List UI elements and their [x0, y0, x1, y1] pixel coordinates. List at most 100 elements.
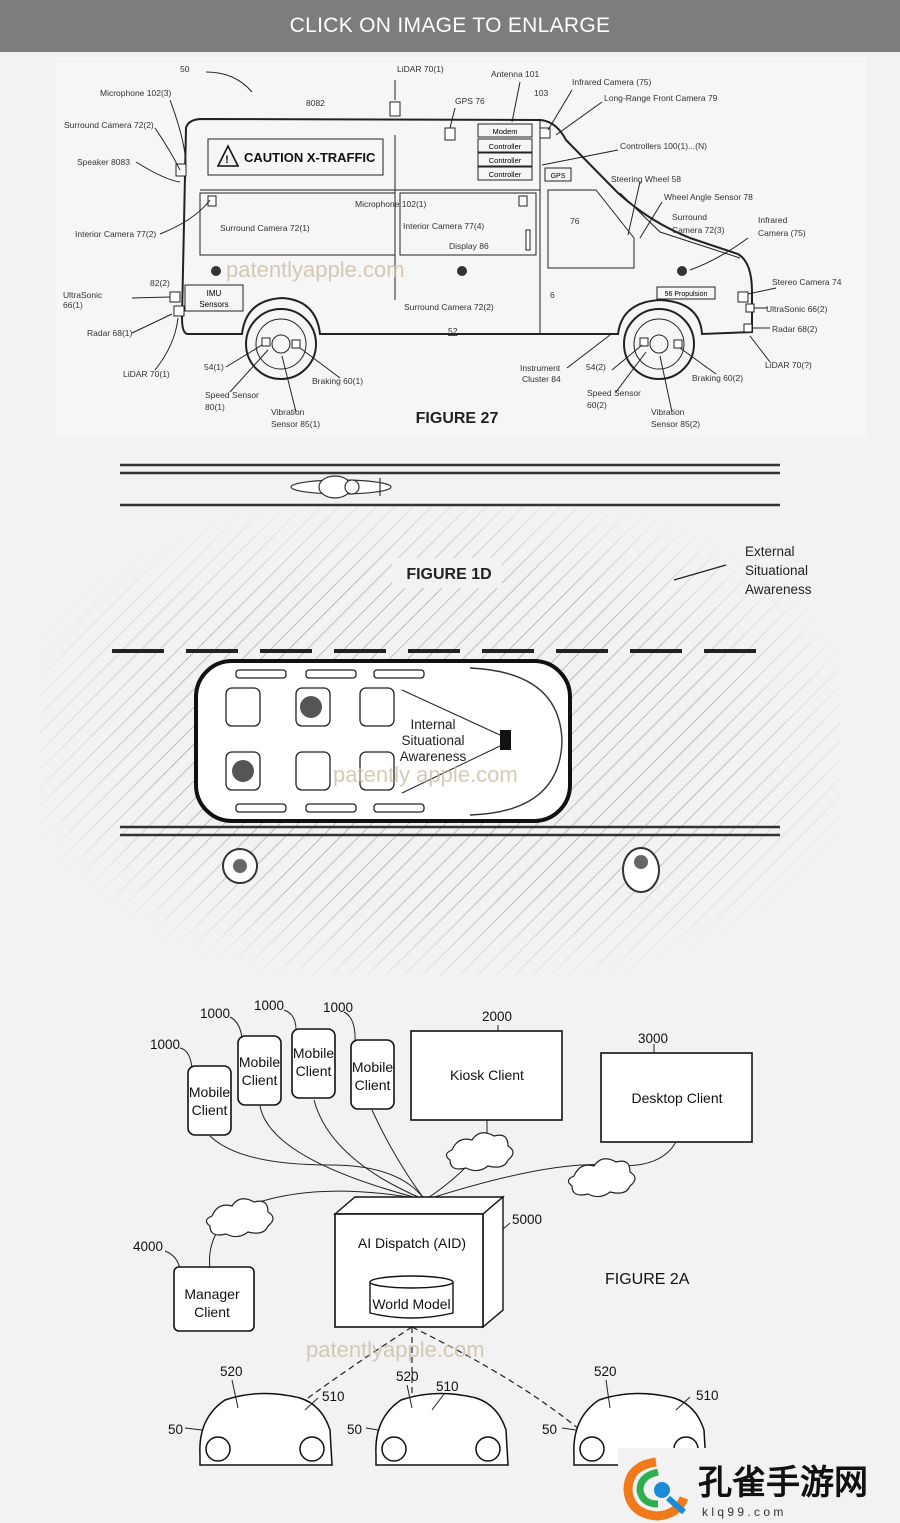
label-radar-left: Radar 68(1): [87, 328, 133, 338]
label-surround-right-1: Surround: [672, 212, 707, 222]
label-infrared-right-2: Camera (75): [758, 228, 806, 238]
mobile-client-3-line-1: Mobile: [293, 1045, 334, 1061]
label-lidar-left: LiDAR 70(1): [123, 369, 170, 379]
pedestrian-left-icon: [222, 848, 258, 884]
patent-figures[interactable]: ! CAUTION X-TRAFFIC Modem Controller Con…: [0, 52, 900, 1523]
interior-sensor: [500, 730, 511, 750]
manager-client-line-2: Client: [194, 1304, 230, 1320]
label-braking-2: Braking 60(2): [692, 373, 743, 383]
label-ultrasonic-right: UltraSonic 66(2): [766, 304, 828, 314]
svg-text:!: !: [225, 154, 229, 166]
watermark-1: patentlyapple.com: [226, 257, 405, 282]
label-controllers: Controllers 100(1)...(N): [620, 141, 707, 151]
vehicle-3-ref-520: 520: [594, 1364, 617, 1379]
label-vibration-right-2: Sensor 85(2): [651, 419, 700, 429]
warning-triangle-icon: [216, 144, 240, 167]
kiosk-ref: 2000: [482, 1009, 512, 1024]
ai-dispatch-label: AI Dispatch (AID): [358, 1235, 466, 1251]
label-76: 76: [570, 216, 580, 226]
kiosk-client[interactable]: Kiosk Client: [410, 1030, 563, 1121]
mobile-client-3-line-2: Client: [296, 1063, 332, 1079]
mobile-client-1-line-1: Mobile: [189, 1084, 230, 1100]
motorcycle-icon: [290, 475, 392, 499]
label-vibration-left-1: Vibration: [271, 407, 305, 417]
label-radar-right: Radar 68(2): [772, 324, 818, 334]
vehicle-3-ref-50: 50: [542, 1422, 557, 1437]
label-surround-bottom: Surround Camera 72(2): [404, 302, 494, 312]
label-long-range: Long-Range Front Camera 79: [604, 93, 718, 103]
label-display: Display 86: [449, 241, 489, 251]
label-speed-right-2: 60(2): [587, 400, 607, 410]
manager-client[interactable]: Manager Client: [173, 1266, 255, 1332]
label-8082: 8082: [306, 98, 325, 108]
vehicle-2-ref-50: 50: [347, 1422, 362, 1437]
label-instrument-2: Cluster 84: [522, 374, 561, 384]
internal-awareness-3: Awareness: [400, 749, 467, 764]
figure-2a-title: FIGURE 2A: [605, 1271, 690, 1288]
ai-dispatch-server[interactable]: AI Dispatch (AID) World Model: [333, 1195, 505, 1329]
desktop-client[interactable]: Desktop Client: [600, 1052, 753, 1143]
mobile-client-2[interactable]: Mobile Client: [237, 1035, 282, 1106]
pedestrian-right-icon: [622, 847, 660, 893]
mobile-client-3[interactable]: Mobile Client: [291, 1028, 336, 1099]
mobile-client-2-line-2: Client: [242, 1072, 278, 1088]
peacock-icon: [623, 1457, 689, 1521]
label-surround-right-2: Camera 72(3): [672, 225, 725, 235]
label-interior-mid: Interior Camera 77(4): [403, 221, 484, 231]
controller-rack: Modem Controller Controller Controller: [477, 123, 533, 181]
mobile-client-1[interactable]: Mobile Client: [187, 1065, 232, 1136]
mobile-client-4[interactable]: Mobile Client: [350, 1039, 395, 1110]
figure-1d-title: FIGURE 1D: [406, 566, 491, 583]
label-surround-mid: Surround Camera 72(1): [220, 223, 310, 233]
label-infrared-top: Infrared Camera (75): [572, 77, 652, 87]
label-54-1: 54(1): [204, 362, 224, 372]
label-speed-right-1: Speed Sensor: [587, 388, 641, 398]
figure-27: ! CAUTION X-TRAFFIC Modem Controller Con…: [55, 57, 867, 437]
label-microphone-top: Microphone 102(3): [100, 88, 172, 98]
label-infrared-right-1: Infrared: [758, 215, 788, 225]
vehicle-3-ref-510: 510: [696, 1388, 719, 1403]
wheels: [245, 308, 695, 380]
van-outline: [180, 117, 753, 336]
label-ultrasonic-left-2: 66(1): [63, 300, 83, 310]
label-speed-left-1: Speed Sensor: [205, 390, 259, 400]
label-103: 103: [534, 88, 548, 98]
rack-controller-1: Controller: [489, 142, 522, 151]
label-steering: Steering Wheel 58: [611, 174, 681, 184]
propulsion-box: 56 Propulsion: [665, 291, 708, 298]
enlarge-banner[interactable]: CLICK ON IMAGE TO ENLARGE: [0, 0, 900, 52]
enlarge-banner-text: CLICK ON IMAGE TO ENLARGE: [289, 14, 611, 37]
rack-controller-3: Controller: [489, 170, 522, 179]
shuttle-top-view: Internal Situational Awareness: [194, 659, 572, 823]
rack-controller-2: Controller: [489, 156, 522, 165]
vehicle-1-ref-510: 510: [322, 1389, 345, 1404]
label-vibration-right-1: Vibration: [651, 407, 685, 417]
desktop-client-label: Desktop Client: [631, 1090, 722, 1106]
mobile-ref-4: 1000: [323, 1000, 353, 1015]
vehicle-2-ref-510: 510: [436, 1379, 459, 1394]
external-awareness-2: Situational: [745, 563, 808, 578]
label-surround-left: Surround Camera 72(2): [64, 120, 154, 130]
label-54-2: 54(2): [586, 362, 606, 372]
internal-awareness-1: Internal: [410, 717, 455, 732]
network-clouds: [205, 1132, 636, 1238]
label-stereo: Stereo Camera 74: [772, 277, 842, 287]
mobile-client-4-line-1: Mobile: [352, 1059, 393, 1075]
label-ultrasonic-left-1: UltraSonic: [63, 290, 103, 300]
dispatch-ref: 5000: [512, 1212, 542, 1227]
rack-modem: Modem: [492, 127, 517, 136]
mobile-client-1-line-2: Client: [192, 1102, 228, 1118]
world-model-database: World Model: [369, 1275, 454, 1319]
mobile-ref-2: 1000: [200, 1006, 230, 1021]
label-antenna: Antenna 101: [491, 69, 539, 79]
external-awareness-1: External: [745, 544, 795, 559]
vehicle-1-ref-50: 50: [168, 1422, 183, 1437]
site-logo: 孔雀手游网 k l q 9 9 . c o m: [618, 1448, 900, 1523]
internal-awareness-2: Situational: [401, 733, 464, 748]
label-instrument-1: Instrument: [520, 363, 561, 373]
label-interior-left: Interior Camera 77(2): [75, 229, 156, 239]
manager-client-line-1: Manager: [184, 1286, 240, 1302]
mobile-ref-1: 1000: [150, 1037, 180, 1052]
figure-27-title: FIGURE 27: [416, 410, 499, 427]
label-6: 6: [550, 290, 555, 300]
